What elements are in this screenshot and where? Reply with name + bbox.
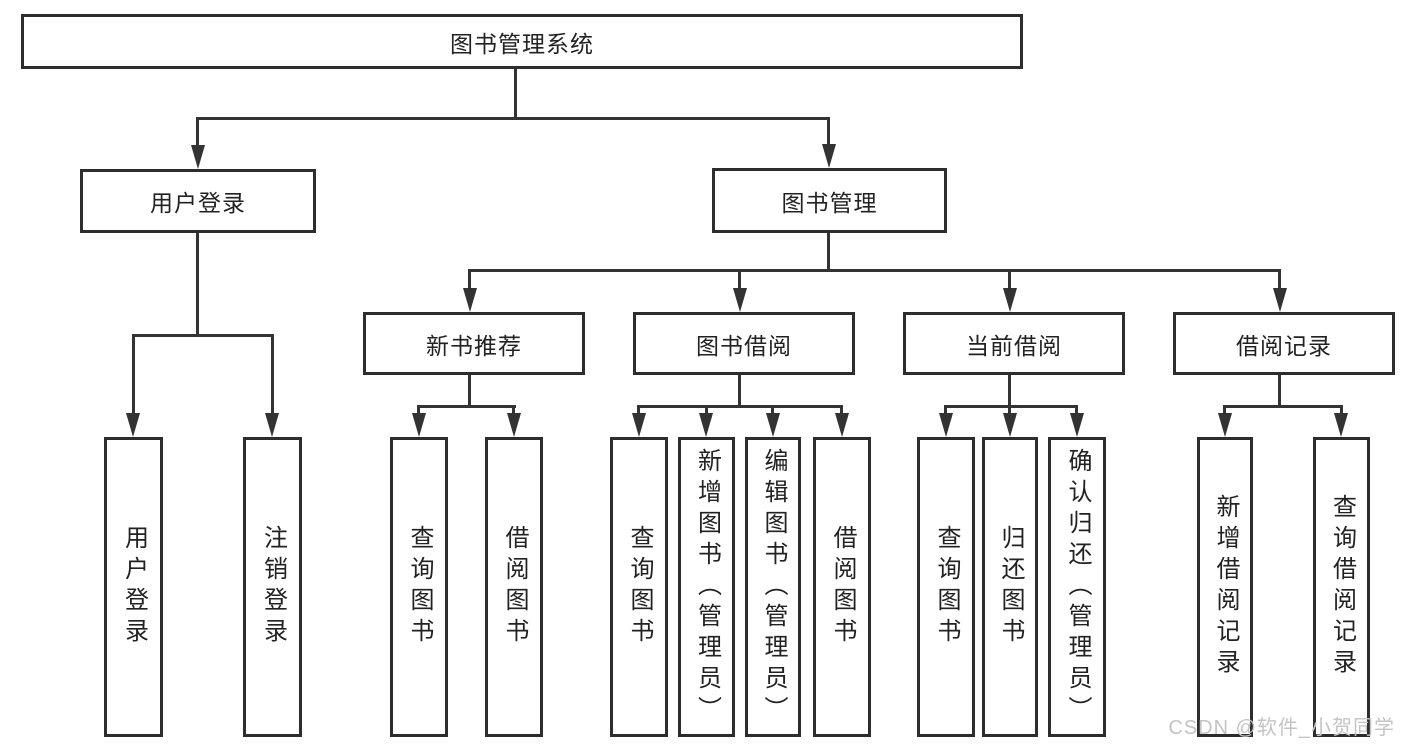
leaf-label: 编辑图书（管理员） — [760, 447, 787, 727]
node-new-book-recommendation: 新书推荐 — [363, 312, 585, 375]
connector-line-v — [705, 405, 708, 415]
connector-line-v — [1008, 405, 1011, 415]
leaf-add-books-admin: 新增图书（管理员） — [678, 437, 735, 737]
leaf-label: 注销登录 — [259, 525, 287, 649]
leaf-label: 查询图书 — [406, 525, 433, 649]
leaf-label: 归还图书 — [997, 525, 1024, 649]
connector-line-v — [1075, 405, 1078, 415]
node-label: 借阅记录 — [1236, 332, 1332, 359]
node-label: 图书借阅 — [696, 332, 792, 359]
leaf-query-books-borrowing: 查询图书 — [610, 437, 668, 737]
arrow-down-icon — [1003, 288, 1017, 312]
connector-line-v — [468, 269, 471, 291]
connector-line-v — [1340, 405, 1343, 415]
csdn-watermark: CSDN @软件_小贺同学 — [1168, 717, 1395, 739]
leaf-return-books: 归还图书 — [982, 437, 1038, 737]
leaf-add-borrow-record: 新增借阅记录 — [1197, 437, 1253, 737]
arrow-down-icon — [1273, 288, 1287, 312]
connector-line-v — [827, 117, 830, 146]
node-label: 用户登录 — [150, 190, 246, 216]
leaf-edit-books-admin: 编辑图书（管理员） — [745, 437, 801, 737]
leaf-user-login: 用户登录 — [104, 437, 163, 737]
leaf-query-books-current: 查询图书 — [917, 437, 975, 737]
connector-line-v — [196, 233, 199, 335]
connector-line-h — [1223, 405, 1342, 408]
leaf-label: 用户登录 — [120, 525, 148, 649]
connector-line-v — [196, 117, 199, 147]
connector-line-v — [514, 69, 517, 118]
connector-line-v — [468, 375, 471, 406]
arrow-down-icon — [822, 144, 836, 168]
arrow-down-icon — [699, 413, 713, 437]
node-label: 新书推荐 — [426, 332, 522, 359]
connector-line-v — [840, 405, 843, 415]
connector-line-h — [468, 269, 1281, 272]
connector-line-v — [944, 405, 947, 415]
leaf-query-books-recommend: 查询图书 — [390, 437, 448, 737]
leaf-borrow-books-borrowing: 借阅图书 — [813, 437, 871, 737]
connector-line-v — [738, 269, 741, 291]
connector-line-v — [827, 233, 830, 271]
connector-line-v — [1008, 375, 1011, 406]
node-label: 当前借阅 — [966, 332, 1062, 359]
arrow-down-icon — [1003, 413, 1017, 437]
leaf-label: 查询图书 — [626, 525, 653, 649]
connector-line-v — [771, 405, 774, 415]
connector-line-h — [637, 405, 843, 408]
connector-line-v — [637, 405, 640, 415]
arrow-down-icon — [1334, 413, 1348, 437]
leaf-label: 借阅图书 — [829, 525, 856, 649]
connector-line-h — [417, 405, 516, 408]
leaf-query-borrow-record: 查询借阅记录 — [1313, 437, 1370, 737]
connector-line-v — [1278, 375, 1281, 406]
connector-line-v — [271, 334, 274, 416]
node-book-management: 图书管理 — [712, 168, 947, 233]
leaf-label: 确认归还（管理员） — [1064, 447, 1091, 727]
arrow-down-icon — [835, 413, 849, 437]
connector-line-v — [1278, 269, 1281, 291]
connector-line-h — [132, 334, 274, 337]
arrow-down-icon — [191, 145, 205, 169]
leaf-label: 借阅图书 — [501, 525, 528, 649]
connector-line-v — [1008, 269, 1011, 291]
arrow-down-icon — [507, 413, 521, 437]
connector-line-h — [944, 405, 1078, 408]
leaf-label: 查询图书 — [933, 525, 960, 649]
leaf-label: 查询借阅记录 — [1328, 494, 1356, 680]
node-current-borrowing: 当前借阅 — [903, 312, 1125, 375]
arrow-down-icon — [126, 413, 140, 437]
leaf-label: 新增图书（管理员） — [693, 447, 721, 727]
connector-line-v — [1223, 405, 1226, 415]
arrow-down-icon — [766, 413, 780, 437]
connector-line-v — [738, 375, 741, 406]
arrow-down-icon — [265, 413, 279, 437]
arrow-down-icon — [1070, 413, 1084, 437]
node-label: 图书管理系统 — [450, 30, 594, 57]
arrow-down-icon — [632, 413, 646, 437]
node-library-management-system: 图书管理系统 — [21, 14, 1023, 69]
leaf-label: 新增借阅记录 — [1212, 494, 1239, 680]
node-book-borrowing: 图书借阅 — [633, 312, 855, 375]
connector-line-v — [512, 405, 515, 415]
node-borrowing-records: 借阅记录 — [1173, 312, 1395, 375]
arrow-down-icon — [733, 288, 747, 312]
arrow-down-icon — [463, 288, 477, 312]
connector-line-v — [132, 334, 135, 416]
leaf-logout-login: 注销登录 — [243, 437, 302, 737]
arrow-down-icon — [939, 413, 953, 437]
arrow-down-icon — [412, 413, 426, 437]
leaf-borrow-books-recommend: 借阅图书 — [485, 437, 543, 737]
node-user-login: 用户登录 — [80, 169, 316, 233]
arrow-down-icon — [1218, 413, 1232, 437]
connector-line-v — [417, 405, 420, 415]
node-label: 图书管理 — [781, 189, 878, 216]
connector-line-h — [196, 117, 830, 120]
leaf-confirm-return-admin: 确认归还（管理员） — [1048, 437, 1106, 737]
